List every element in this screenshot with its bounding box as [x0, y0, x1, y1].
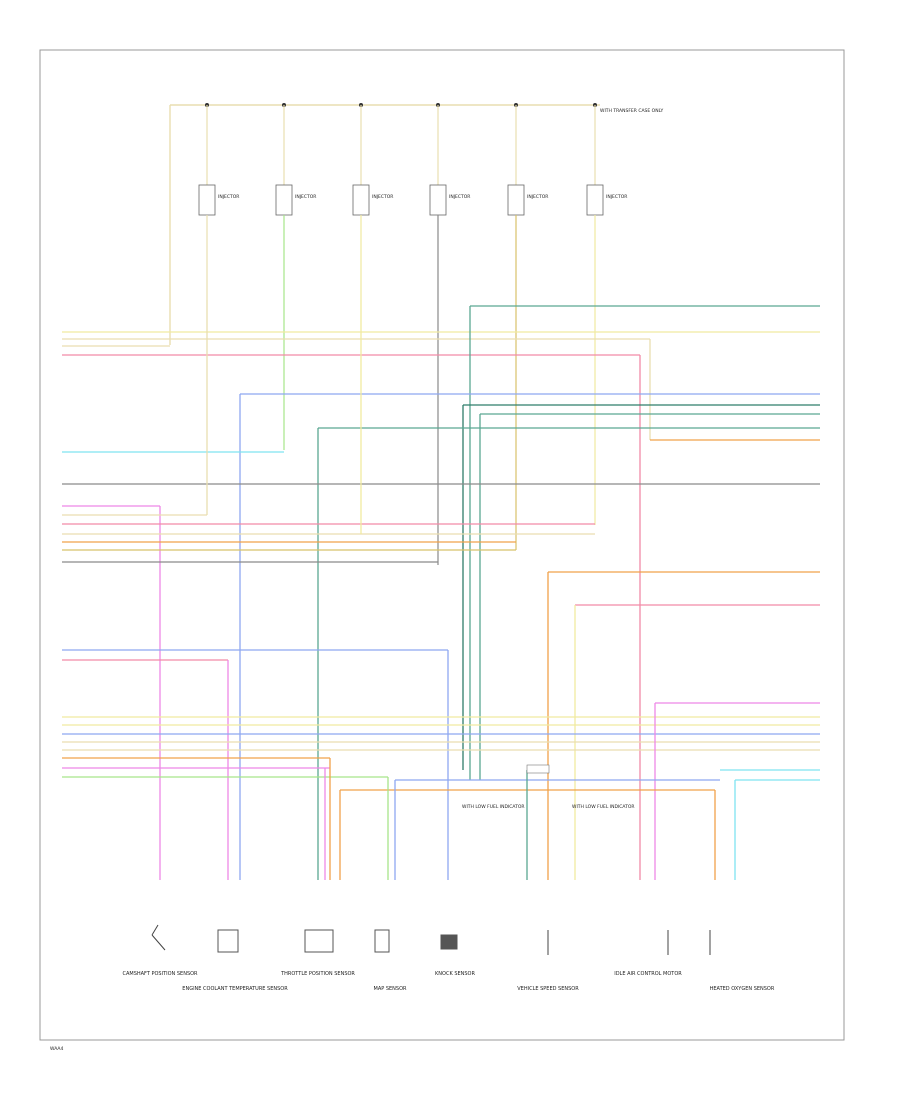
top-power-bus [169, 103, 600, 345]
wire-group-d [547, 571, 820, 880]
injector-6: INJECTOR [586, 105, 627, 525]
svg-text:INJECTOR: INJECTOR [606, 194, 627, 200]
injector-5: INJECTOR [507, 105, 548, 550]
svg-text:INJECTOR: INJECTOR [527, 194, 548, 200]
wire-group-b [239, 393, 820, 880]
wire-group-e [62, 649, 449, 880]
diagram-frame [39, 49, 845, 1041]
splice-note: WITH TRANSFER CASE ONLY [600, 108, 663, 114]
injector-3: INJECTOR [352, 105, 393, 300]
injector-1: INJECTOR [198, 105, 239, 300]
component-label-knock: KNOCK SENSOR [435, 971, 475, 977]
component-label-camshaft: CAMSHAFT POSITION SENSOR [122, 971, 198, 977]
splice-box [526, 764, 550, 774]
svg-text:INJECTOR: INJECTOR [295, 194, 316, 200]
component-symbols [151, 924, 711, 955]
wire-group-f [62, 702, 820, 880]
footer-code: WAA4 [50, 1046, 63, 1052]
center-splice-note: WITH LOW FUEL INDICATOR [572, 804, 635, 810]
component-label-coolant: ENGINE COOLANT TEMPERATURE SENSOR [182, 986, 288, 992]
svg-text:INJECTOR: INJECTOR [372, 194, 393, 200]
wire-group-a [62, 305, 820, 880]
component-label-vss: VEHICLE SPEED SENSOR [517, 986, 579, 992]
wire-group-c [62, 300, 595, 880]
component-label-ho2s: HEATED OXYGEN SENSOR [710, 986, 775, 992]
injector-4: INJECTOR [429, 105, 470, 565]
svg-text:INJECTOR: INJECTOR [449, 194, 470, 200]
injector-2: INJECTOR [275, 105, 316, 450]
left-splice-note: WITH LOW FUEL INDICATOR [462, 804, 525, 810]
component-label-iac: IDLE AIR CONTROL MOTOR [614, 971, 682, 977]
svg-text:INJECTOR: INJECTOR [218, 194, 239, 200]
component-label-throttle: THROTTLE POSITION SENSOR [280, 971, 355, 977]
component-label-map: MAP SENSOR [374, 986, 408, 992]
